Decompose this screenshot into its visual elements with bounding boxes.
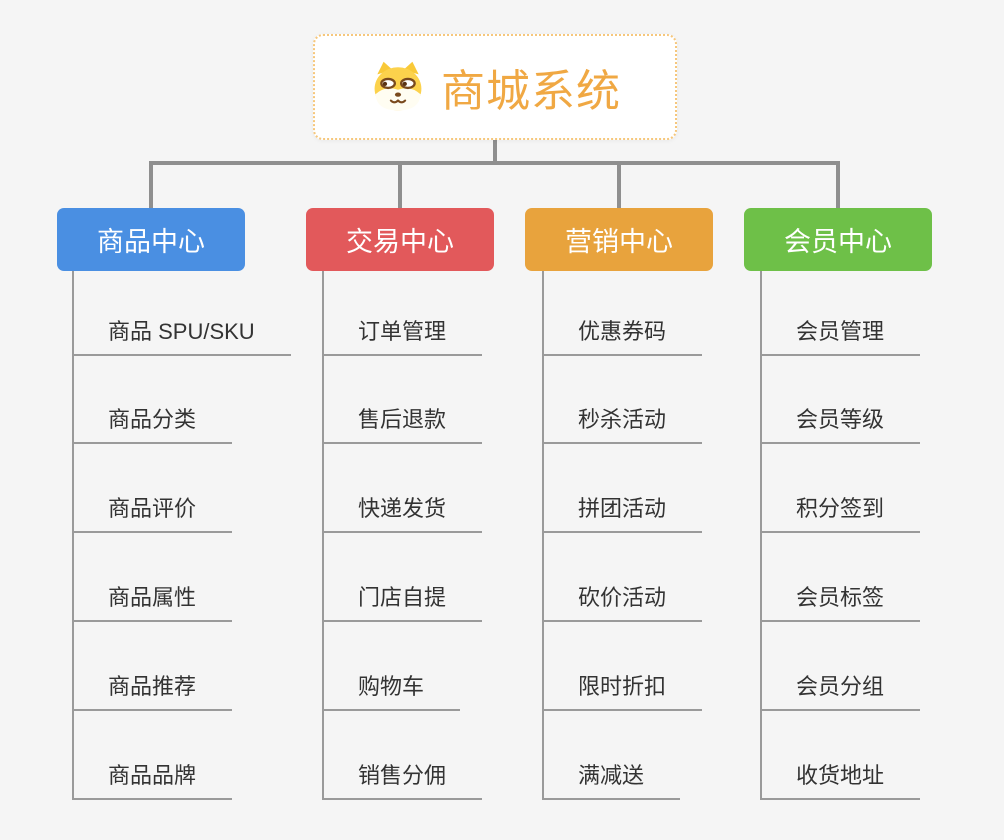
topic-item[interactable]: 会员分组 (760, 665, 921, 711)
connector-drop-4 (836, 161, 840, 208)
topic-item[interactable]: 商品 SPU/SKU (72, 310, 291, 356)
topic-item[interactable]: 收货地址 (760, 754, 921, 800)
topic-item[interactable]: 商品推荐 (72, 665, 233, 711)
topic-item[interactable]: 秒杀活动 (542, 398, 703, 444)
connector-drop-1 (149, 161, 153, 208)
topic-item[interactable]: 商品评价 (72, 487, 233, 533)
topic-item[interactable]: 购物车 (322, 665, 461, 711)
connector-drop-3 (617, 161, 621, 208)
branch-label: 交易中心 (346, 227, 454, 257)
branch-spine-3 (542, 271, 544, 800)
branch-spine-1 (72, 271, 74, 800)
topic-item[interactable]: 商品分类 (72, 398, 233, 444)
connector-rail (149, 161, 840, 165)
branch-spine-4 (760, 271, 762, 800)
topic-item[interactable]: 门店自提 (322, 576, 483, 622)
connector-drop-2 (398, 161, 402, 208)
topic-item[interactable]: 优惠券码 (542, 310, 703, 356)
topic-item[interactable]: 限时折扣 (542, 665, 703, 711)
topic-item[interactable]: 会员管理 (760, 310, 921, 356)
topic-item[interactable]: 会员标签 (760, 576, 921, 622)
topic-item[interactable]: 砍价活动 (542, 576, 703, 622)
branch-trade-center[interactable]: 交易中心 (306, 208, 494, 271)
dog-face-icon (369, 60, 427, 114)
topic-item[interactable]: 会员等级 (760, 398, 921, 444)
topic-item[interactable]: 拼团活动 (542, 487, 703, 533)
branch-spine-2 (322, 271, 324, 800)
branch-label: 商品中心 (97, 227, 205, 257)
topic-item[interactable]: 销售分佣 (322, 754, 483, 800)
branch-label: 营销中心 (565, 227, 673, 257)
root-topic-label: 商城系统 (441, 67, 621, 116)
branch-label: 会员中心 (784, 227, 892, 257)
connector-root-stem (493, 138, 497, 163)
branch-marketing-center[interactable]: 营销中心 (525, 208, 713, 271)
topic-item[interactable]: 积分签到 (760, 487, 921, 533)
topic-item[interactable]: 满减送 (542, 754, 681, 800)
topic-item[interactable]: 快递发货 (322, 487, 483, 533)
topic-item[interactable]: 商品属性 (72, 576, 233, 622)
branch-member-center[interactable]: 会员中心 (744, 208, 932, 271)
root-topic[interactable]: 商城系统 (313, 34, 677, 140)
topic-item[interactable]: 订单管理 (322, 310, 483, 356)
topic-item[interactable]: 售后退款 (322, 398, 483, 444)
topic-item[interactable]: 商品品牌 (72, 754, 233, 800)
branch-product-center[interactable]: 商品中心 (57, 208, 245, 271)
